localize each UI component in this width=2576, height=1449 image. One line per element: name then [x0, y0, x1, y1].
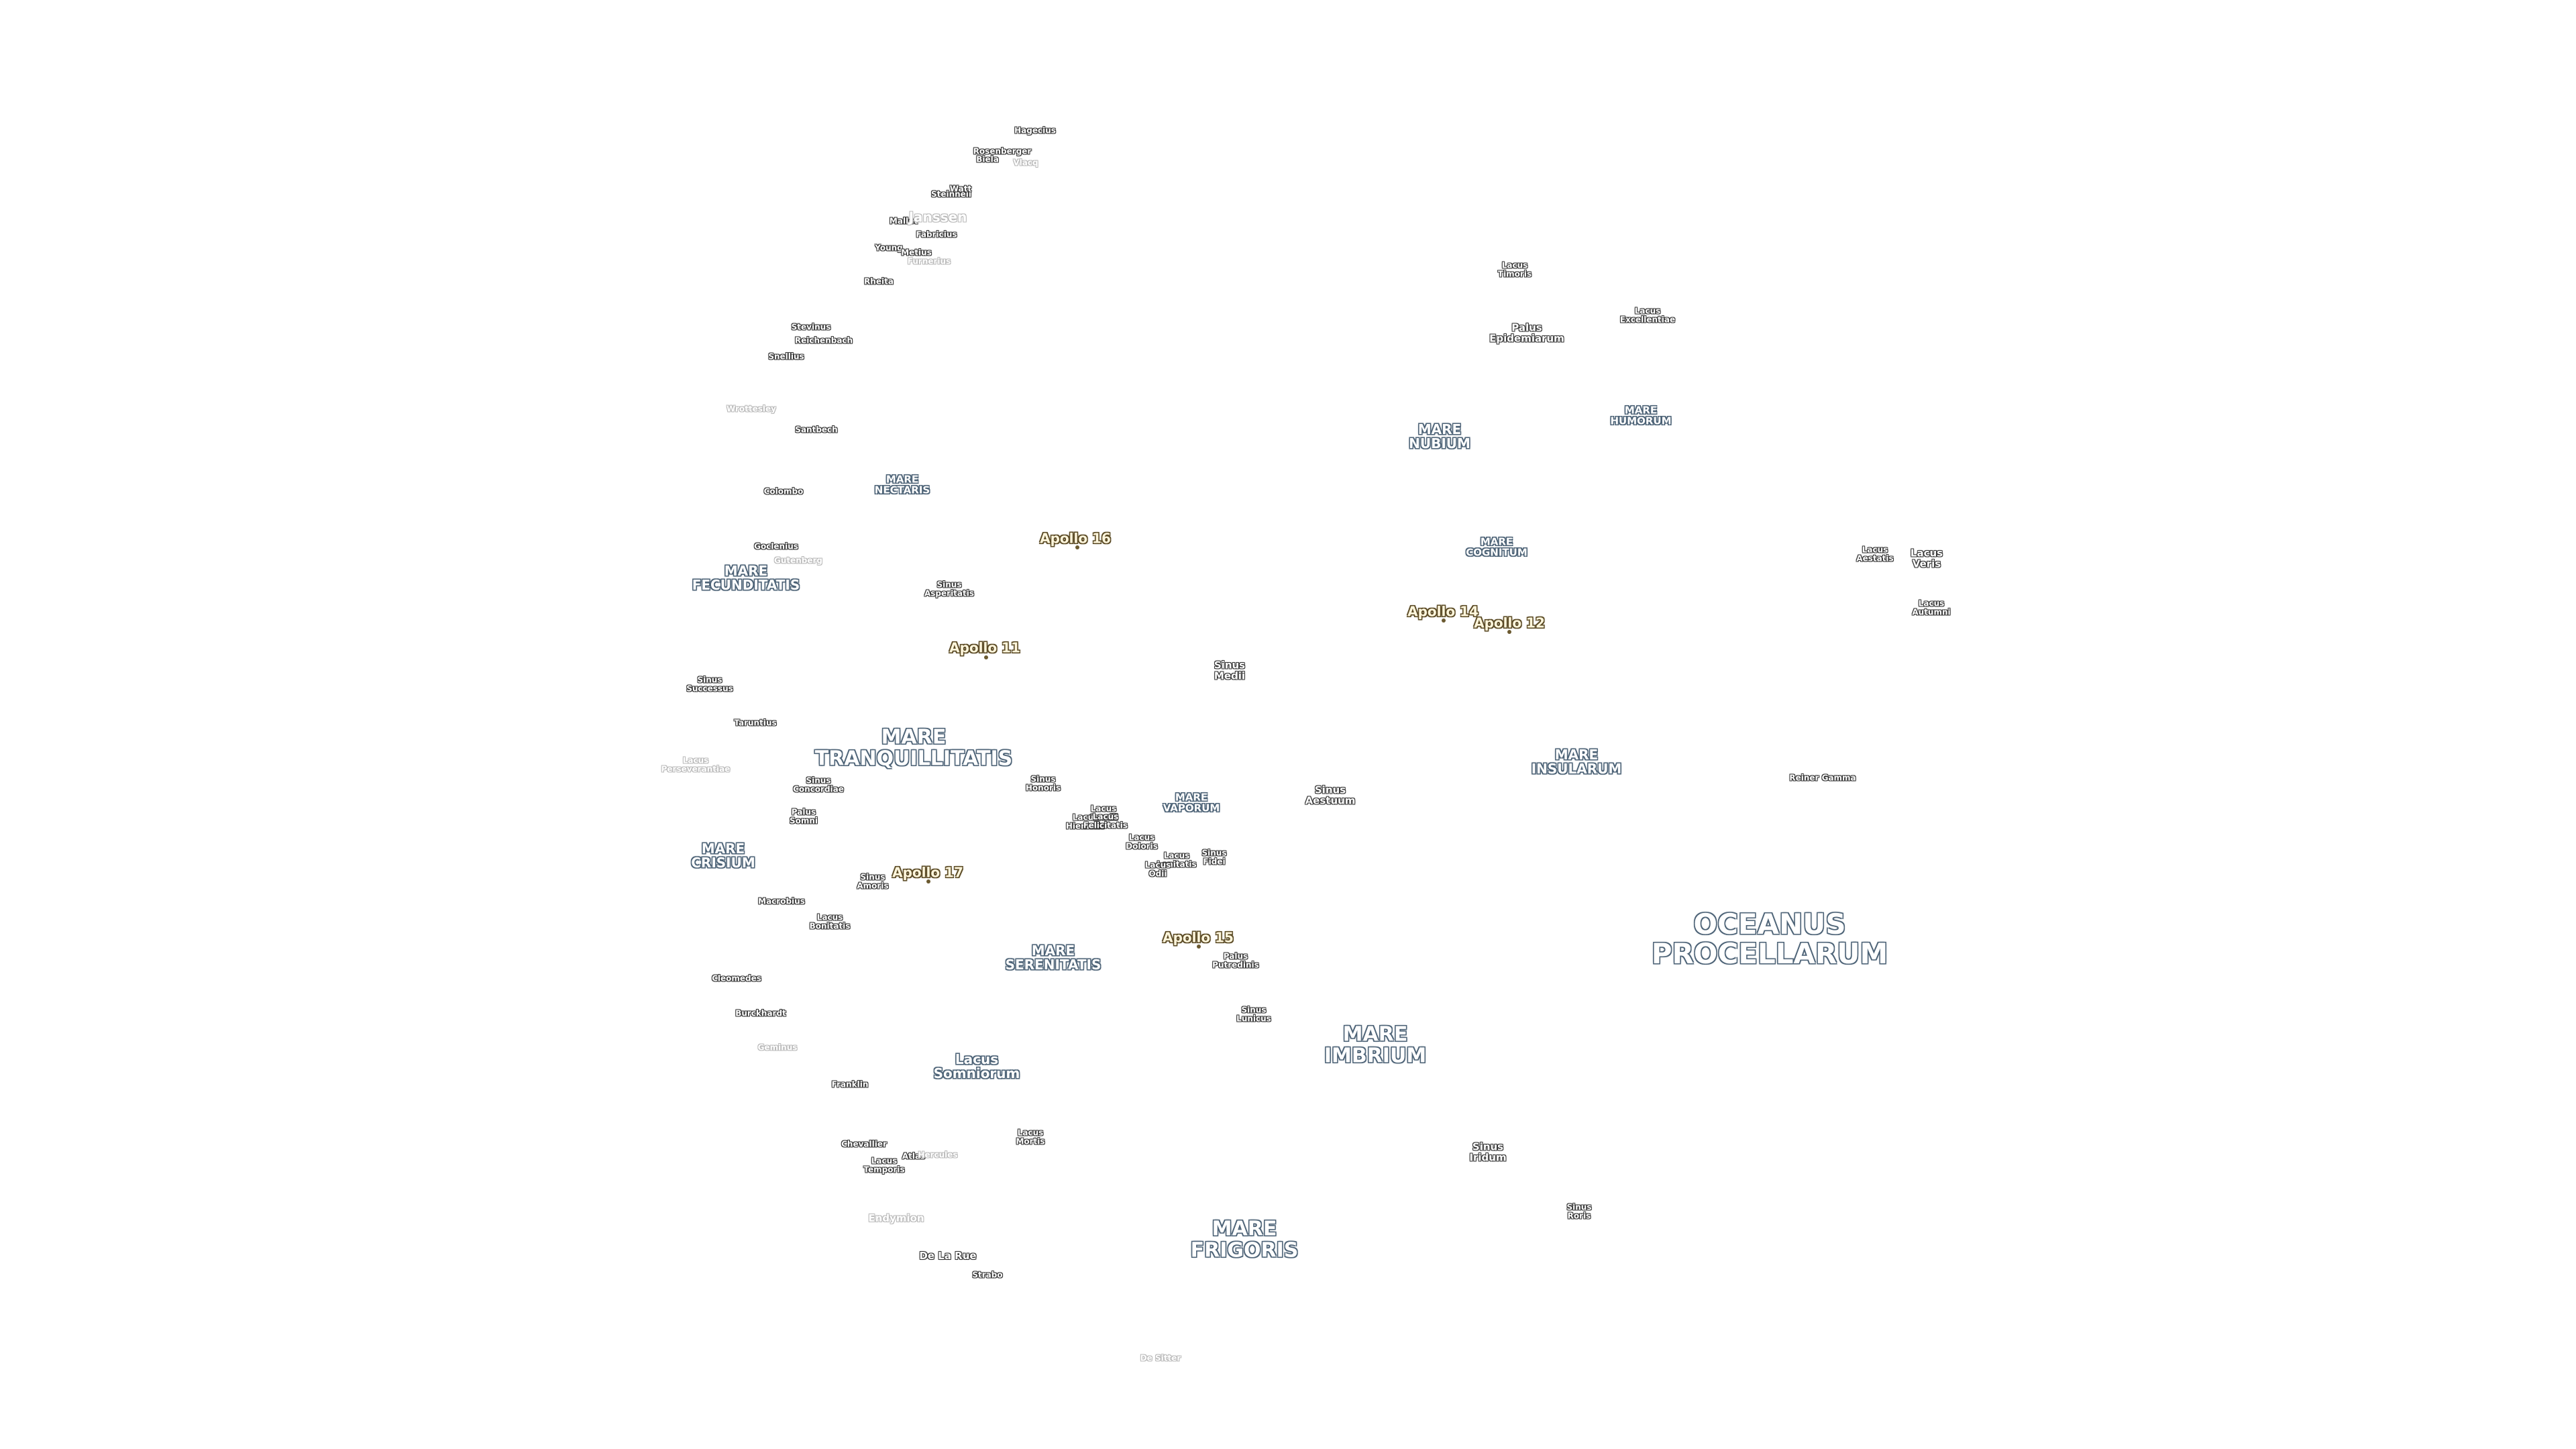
label-watt: Watt	[949, 184, 972, 194]
label-apollo-15: Apollo 15	[1163, 929, 1234, 946]
label-mare-crisium: MARE CRISIUM	[691, 841, 755, 871]
label-geminus: Geminus	[757, 1042, 798, 1053]
label-lacus-felicitatis: Lacus Felicitatis	[1083, 812, 1128, 830]
label-sinus-successus: Sinus Successus	[686, 675, 733, 693]
label-mare-frigoris: MARE FRIGORIS	[1190, 1217, 1299, 1262]
label-hercules: Hercules	[918, 1150, 958, 1160]
label-lacus-gaudii: Lacus Gaudii	[1089, 804, 1118, 822]
label-sinus-fidei: Sinus Fidei	[1201, 848, 1227, 866]
label-mare-serenitatis: MARE SERENITATIS	[1005, 943, 1102, 973]
label-mare-cognitum: MARE COGNITUM	[1466, 535, 1527, 558]
label-apollo-16: Apollo 16	[1040, 530, 1111, 547]
label-furnerius: Furnerius	[907, 256, 951, 266]
label-rheita: Rheita	[864, 276, 894, 286]
label-santbech: Santbech	[795, 425, 838, 435]
label-sinus-aestuum: Sinus Aestuum	[1305, 784, 1356, 806]
label-lacus-mortis: Lacus Mortis	[1016, 1128, 1045, 1146]
label-mare-tranquillitatis: MARE TRANQUILLITATIS	[814, 725, 1013, 770]
label-snellius: Snellius	[768, 352, 804, 362]
label-de-la-rue: De La Rue	[919, 1250, 977, 1263]
label-palus-somni: Palus Somni	[789, 807, 818, 825]
apollo-11-marker	[984, 655, 988, 659]
label-de-sitter: De Sitter	[1140, 1353, 1181, 1363]
label-palus-putredinis: Palus Putredinis	[1212, 951, 1259, 969]
label-strabo: Strabo	[972, 1270, 1003, 1280]
label-lacus-somniorum: Lacus Somniorum	[933, 1051, 1020, 1081]
label-rosenberger: Rosenberger	[973, 146, 1032, 156]
label-lacus-excellentiae: Lacus Excellentiae	[1619, 306, 1676, 324]
label-apollo-14: Apollo 14	[1407, 603, 1479, 620]
label-stevinus: Stevinus	[791, 322, 831, 332]
apollo-14-marker	[1442, 619, 1446, 623]
label-lacus-timoris: Lacus Timoris	[1497, 260, 1532, 278]
label-colombo: Colombo	[763, 486, 804, 496]
label-sinus-honoris: Sinus Honoris	[1025, 774, 1061, 792]
label-lacus-autumni: Lacus Autumni	[1912, 598, 1951, 616]
label-macrobius: Macrobius	[758, 896, 805, 906]
label-lacus-veris: Lacus Veris	[1910, 547, 1943, 570]
label-lacus-odii: Lacus Odii	[1144, 860, 1171, 878]
label-burckhardt: Burckhardt	[735, 1008, 786, 1018]
label-atlas: Atlas	[902, 1151, 926, 1161]
label-apollo-11: Apollo 11	[949, 639, 1020, 656]
label-mare-imbrium: MARE IMBRIUM	[1324, 1022, 1427, 1067]
label-young: Young	[875, 243, 903, 253]
label-goclenius: Goclenius	[754, 541, 798, 551]
label-metius: Metius	[901, 248, 932, 258]
label-hagecius: Hagecius	[1014, 125, 1056, 136]
apollo-15-marker	[1197, 945, 1201, 949]
label-vlacq: Vlacq	[1013, 158, 1038, 168]
label-palus-epidemiarum: Palus Epidemiarum	[1489, 321, 1564, 344]
label-sinus-asperitatis: Sinus Asperitatis	[924, 580, 975, 598]
label-lacus-lenitatis: Lacus Lenitatis	[1157, 851, 1197, 869]
label-apollo-12: Apollo 12	[1474, 614, 1545, 631]
label-mare-nubium: MARE NUBIUM	[1409, 421, 1470, 451]
label-sinus-medii: Sinus Medii	[1214, 659, 1246, 682]
label-sinus-lunicus: Sinus Lunicus	[1236, 1005, 1271, 1023]
label-sinus-concordiae: Sinus Concordiae	[793, 775, 844, 794]
label-chevallier: Chevallier	[841, 1139, 887, 1149]
label-mare-insularum: MARE INSULARUM	[1531, 747, 1622, 777]
label-lacus-bonitatis: Lacus Bonitatis	[809, 912, 851, 930]
label-lacus-perseverantiae: Lacus Perseverantiae	[661, 755, 731, 773]
apollo-12-marker	[1507, 630, 1511, 634]
label-wrottesley: Wrottesley	[726, 404, 777, 414]
label-lacus-temporis: Lacus Temporis	[863, 1156, 905, 1174]
label-reiner-gamma: Reiner Gamma	[1789, 773, 1856, 783]
label-janssen: Janssen	[908, 209, 967, 225]
label-oceanus-procellarum: OCEANUS PROCELLARUM	[1651, 907, 1888, 970]
label-sinus-amoris: Sinus Amoris	[857, 872, 889, 890]
apollo-16-marker	[1075, 545, 1079, 549]
label-cleomedes: Cleomedes	[712, 973, 761, 983]
label-gutenberg: Gutenberg	[773, 555, 823, 566]
label-apollo-17: Apollo 17	[892, 864, 963, 881]
label-sinus-iridum: Sinus Iridum	[1469, 1140, 1507, 1163]
label-lacus-doloris: Lacus Doloris	[1126, 833, 1158, 851]
label-taruntius: Taruntius	[734, 718, 777, 728]
label-endymion: Endymion	[868, 1212, 924, 1225]
label-mare-humorum: MARE HUMORUM	[1610, 404, 1672, 427]
label-franklin: Franklin	[831, 1079, 869, 1089]
apollo-17-marker	[926, 879, 930, 883]
label-steinheil: Steinheil	[930, 189, 972, 199]
label-lacus-hiemalis: Lacus Hiemalis	[1065, 812, 1106, 830]
label-fabricius: Fabricius	[916, 229, 957, 239]
label-reichenbach: Reichenbach	[794, 335, 853, 345]
label-mare-vaporum: MARE VAPORUM	[1163, 791, 1220, 814]
label-lacus-aestatis: Lacus Aestatis	[1856, 545, 1894, 563]
label-mare-fecunditatis: MARE FECUNDITATIS	[692, 563, 800, 593]
label-biela: Biela	[976, 154, 999, 164]
label-mallet: Mallet	[889, 216, 918, 226]
label-mare-nectaris: MARE NECTARIS	[874, 473, 930, 496]
label-sinus-roris: Sinus Roris	[1566, 1202, 1592, 1220]
